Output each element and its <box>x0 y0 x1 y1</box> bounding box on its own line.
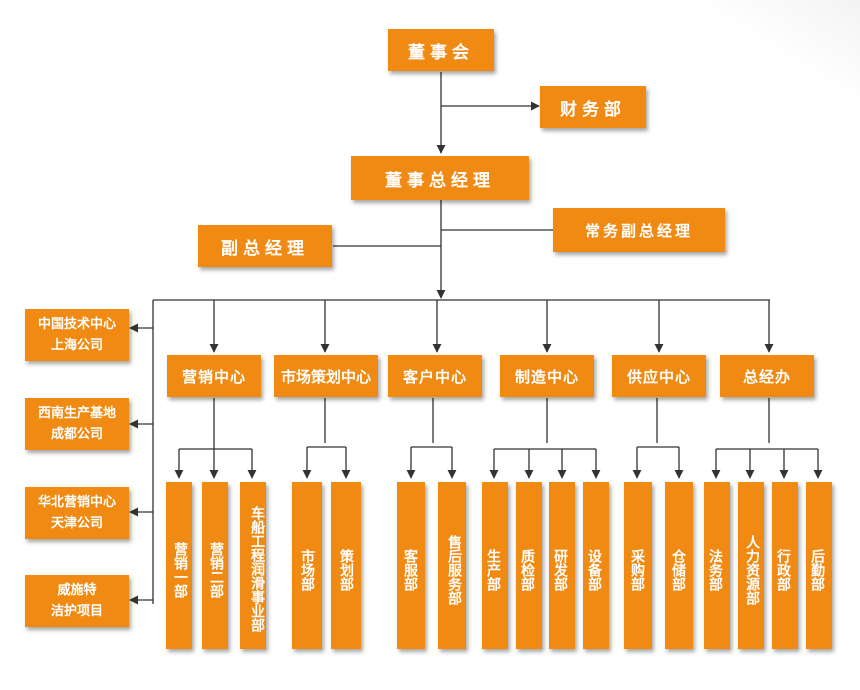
node-dept: 客服部 <box>397 482 425 649</box>
node-deputy-gm: 副总经理 <box>198 225 332 267</box>
node-center-market-planning: 市场策划中心 <box>274 355 378 397</box>
node-dept: 研发部 <box>549 482 575 649</box>
node-center-manufacturing: 制造中心 <box>500 355 594 397</box>
node-side-unit: 威施特 洁护项目 <box>25 575 129 627</box>
node-exec-deputy-gm: 常务副总经理 <box>553 208 725 252</box>
node-center-marketing: 营销中心 <box>167 355 261 397</box>
node-dept: 行政部 <box>772 482 798 649</box>
node-side-unit: 华北营销中心 天津公司 <box>25 487 129 539</box>
node-dept: 营销二部 <box>202 482 228 649</box>
node-side-unit: 西南生产基地 成都公司 <box>25 398 129 450</box>
node-dept: 后勤部 <box>806 482 832 649</box>
node-dept: 质检部 <box>516 482 542 649</box>
node-dept: 采购部 <box>624 482 652 649</box>
node-dept: 设备部 <box>583 482 609 649</box>
node-dept: 仓储部 <box>665 482 693 649</box>
node-dept: 人力资源部 <box>738 482 764 649</box>
node-center-gm-office: 总经办 <box>720 355 814 397</box>
node-dept: 市场部 <box>292 482 322 649</box>
node-center-customer: 客户中心 <box>388 355 482 397</box>
node-center-supply: 供应中心 <box>612 355 706 397</box>
node-general-manager: 董事总经理 <box>351 156 529 200</box>
node-board: 董事会 <box>388 29 494 71</box>
node-dept: 售后服务部 <box>438 482 466 649</box>
node-dept: 生产部 <box>482 482 508 649</box>
node-dept: 策划部 <box>331 482 361 649</box>
node-finance: 财务部 <box>540 86 646 128</box>
node-side-unit: 中国技术中心 上海公司 <box>25 309 129 361</box>
node-dept: 营销一部 <box>166 482 192 649</box>
node-dept: 法务部 <box>704 482 730 649</box>
node-dept: 车船工程润滑事业部 <box>240 482 266 649</box>
